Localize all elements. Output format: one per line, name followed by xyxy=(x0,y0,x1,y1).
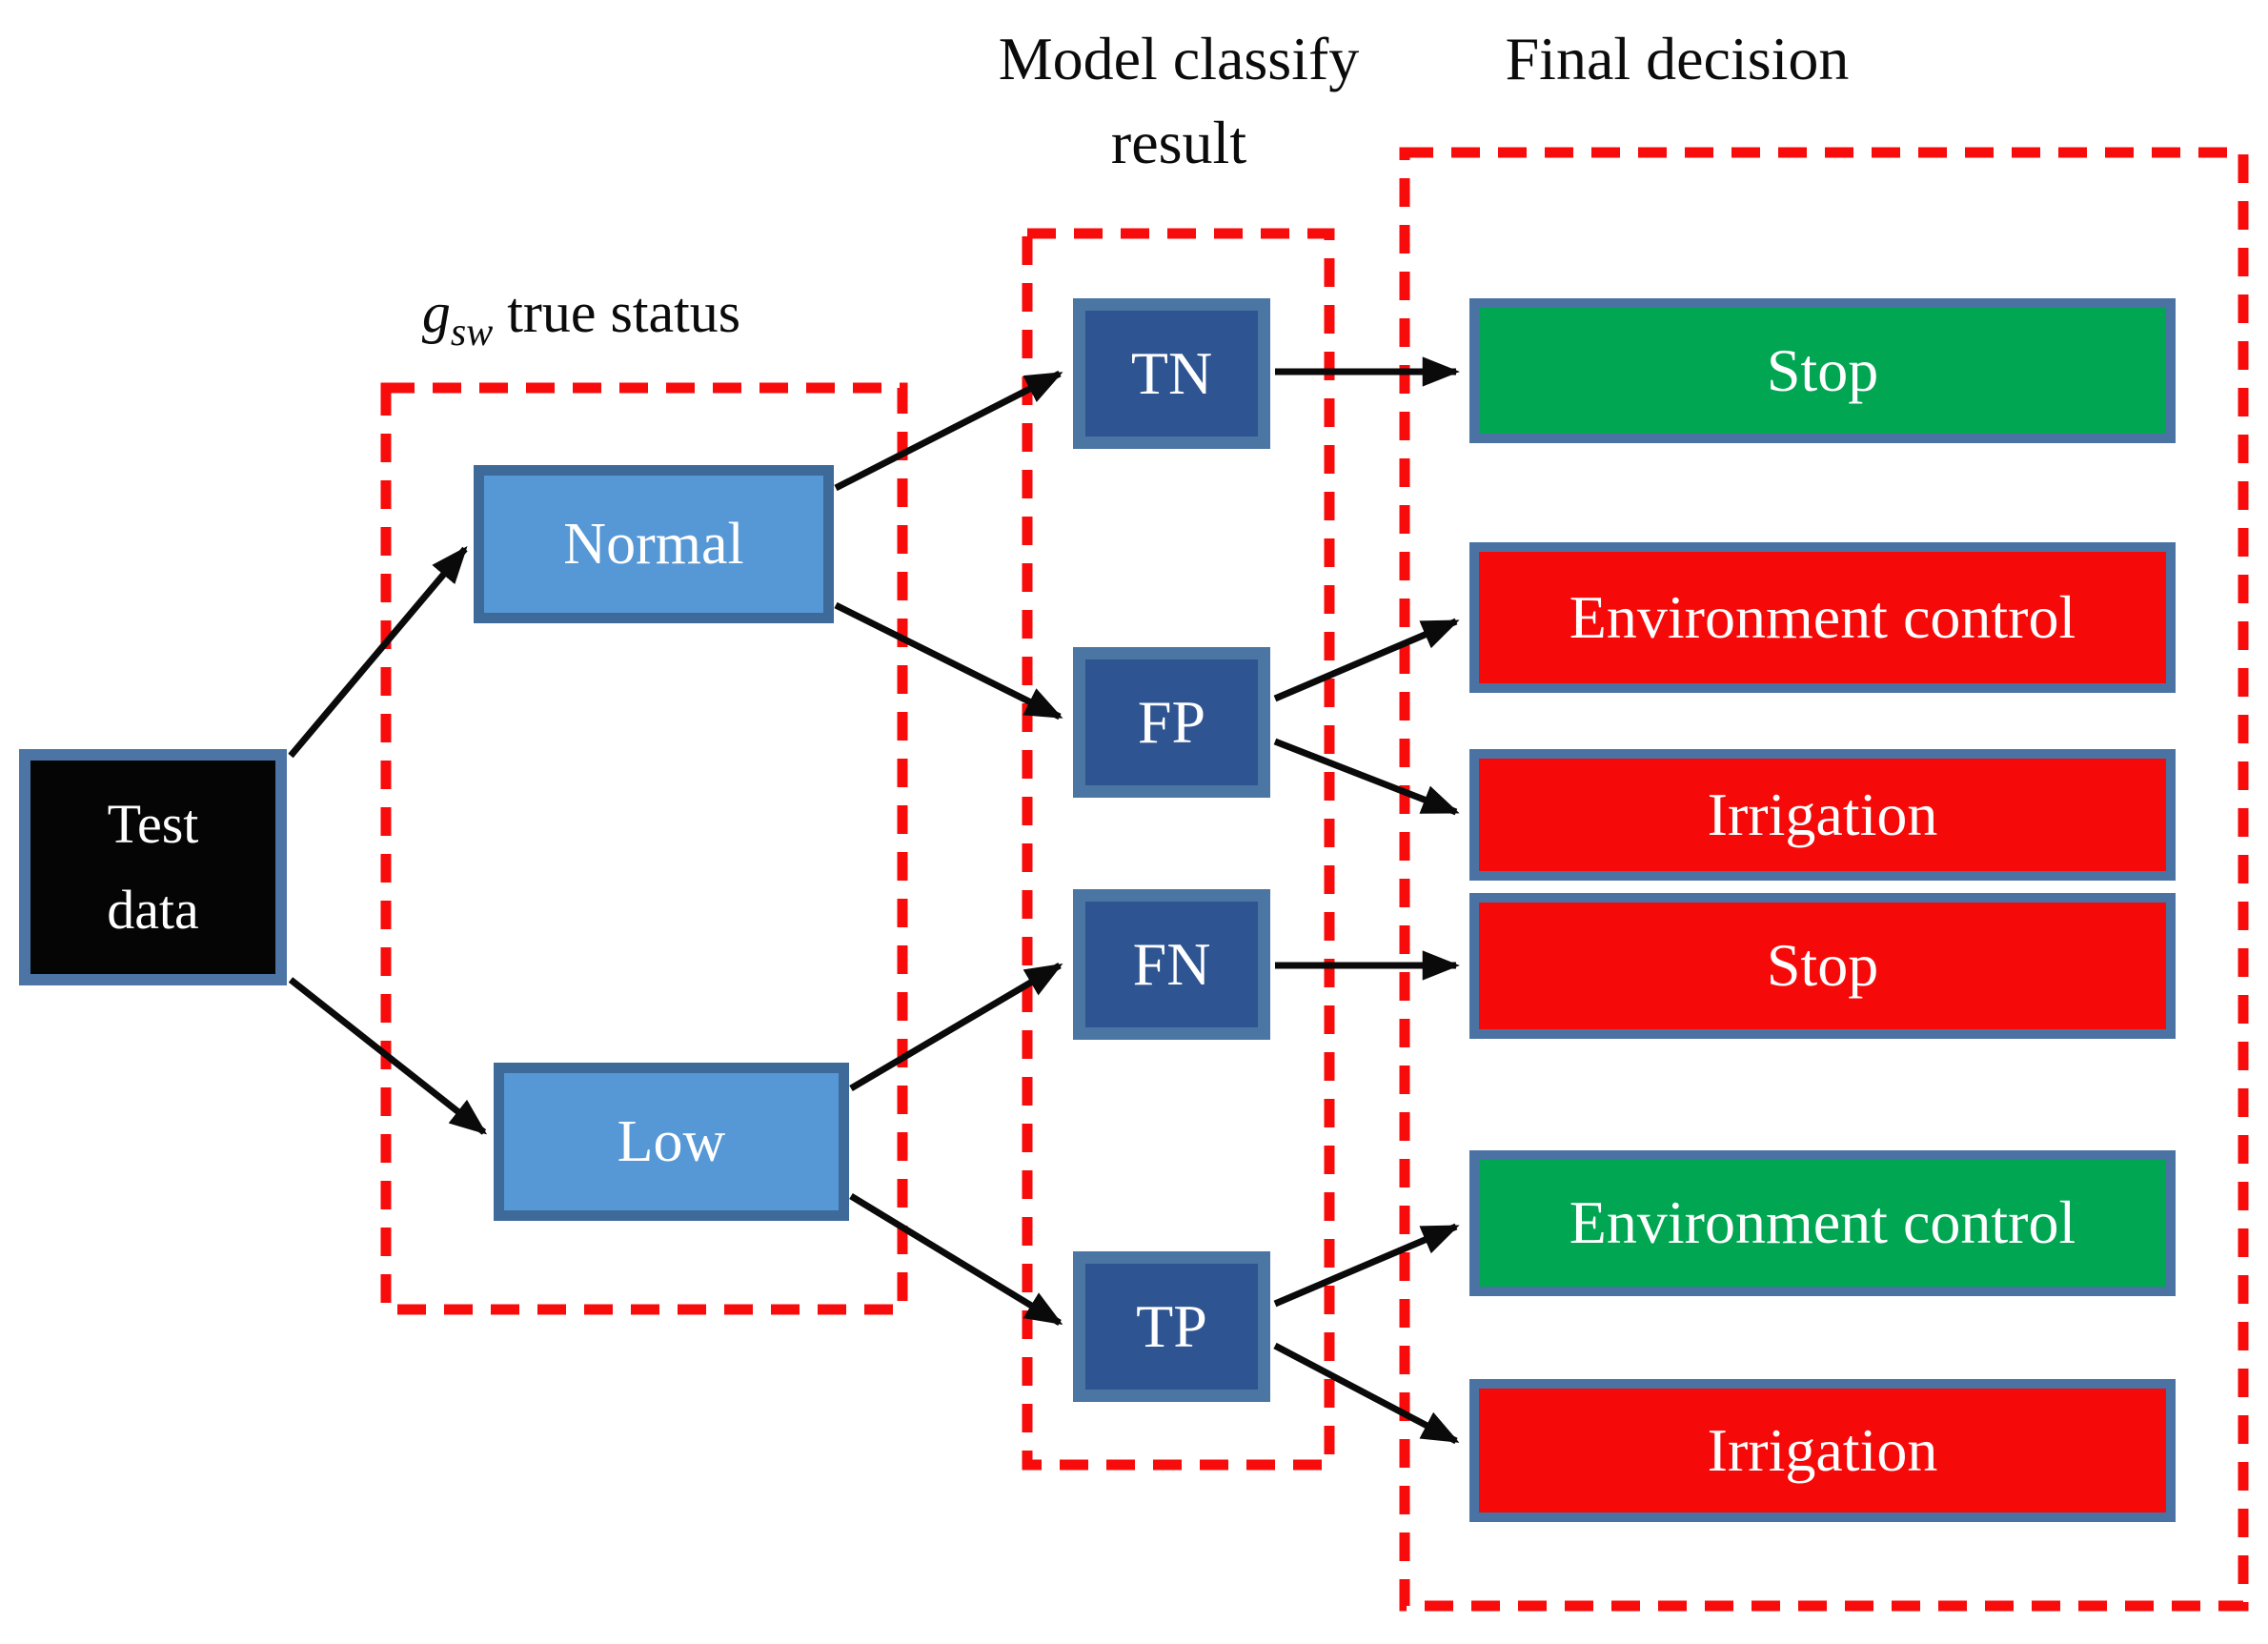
node-low: Low xyxy=(494,1063,849,1221)
arrow-test-to-normal xyxy=(288,546,468,759)
node-decision-irrigation-red: Irrigation xyxy=(1469,749,2176,881)
gsw-rest: true status xyxy=(493,281,741,344)
arrow-normal-to-fp xyxy=(834,601,1063,721)
node-tp: TP xyxy=(1073,1251,1270,1402)
arrow-fp-to-environment-control xyxy=(1273,618,1460,702)
column-label-gsw-true-status: gsw true status xyxy=(386,274,777,371)
node-decision-irrigation-red-2: Irrigation xyxy=(1469,1379,2176,1522)
test-data-line1: Test xyxy=(107,793,199,855)
node-decision-stop-red: Stop xyxy=(1469,893,2176,1039)
gsw-subscript: sw xyxy=(450,311,494,355)
arrow-low-to-fn xyxy=(849,962,1063,1092)
node-decision-stop-green: Stop xyxy=(1469,298,2176,443)
node-fp: FP xyxy=(1073,647,1270,798)
node-normal: Normal xyxy=(474,465,834,623)
column-label-model-classify-result: Model classify result xyxy=(953,17,1405,185)
column-label-final-decision: Final decision xyxy=(1505,25,1850,92)
node-decision-environment-control-green: Environment control xyxy=(1469,1150,2176,1296)
test-data-line2: data xyxy=(107,879,199,941)
gsw-variable: g xyxy=(421,281,451,344)
node-test-data: Test data xyxy=(19,749,287,985)
arrow-tp-to-environment-control xyxy=(1273,1223,1460,1308)
model-label-line2: result xyxy=(1110,109,1247,176)
model-label-line1: Model classify xyxy=(998,25,1360,92)
arrow-tp-to-irrigation xyxy=(1273,1342,1460,1445)
arrow-fp-to-irrigation xyxy=(1273,738,1460,816)
node-tn: TN xyxy=(1073,298,1270,449)
arrow-tp-to-low xyxy=(849,1193,1063,1326)
arrow-normal-to-tn xyxy=(834,370,1063,492)
arrow-test-to-low xyxy=(288,977,488,1135)
node-decision-environment-control-red: Environment control xyxy=(1469,542,2176,693)
node-fn: FN xyxy=(1073,889,1270,1040)
